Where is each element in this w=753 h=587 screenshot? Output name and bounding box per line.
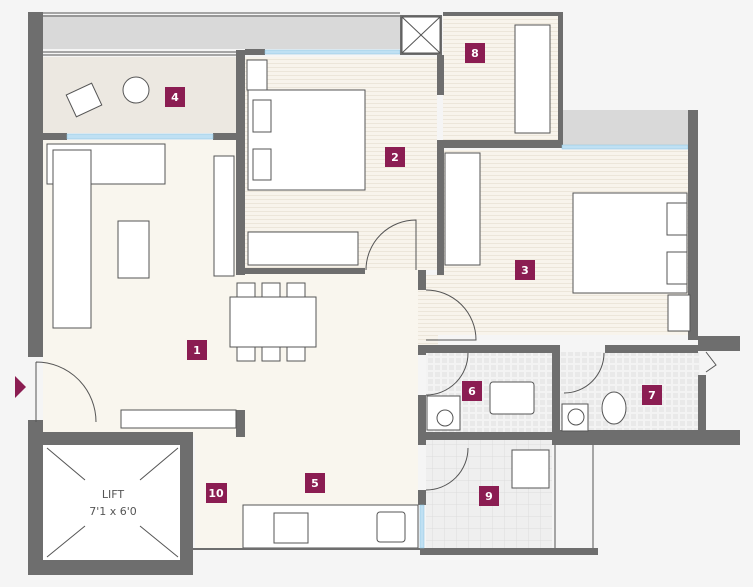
svg-text:5: 5 — [311, 477, 319, 490]
room-tag-6: 6 — [462, 381, 482, 401]
room-tag-5: 5 — [305, 473, 325, 493]
right-balcony-strip — [562, 110, 688, 146]
room-tag-9: 9 — [479, 486, 499, 506]
lift-dimensions: 7'1 x 6'0 — [89, 505, 137, 518]
entry-arrow-icon — [15, 376, 26, 398]
lift: LIFT 7'1 x 6'0 — [46, 447, 179, 558]
room-tag-3: 3 — [515, 260, 535, 280]
doors — [35, 219, 717, 491]
walls — [28, 12, 740, 575]
room-tag-10: 10 — [206, 483, 227, 503]
top-balcony-strip — [43, 15, 400, 49]
room-tag-7: 7 — [642, 385, 662, 405]
room-tag-8: 8 — [465, 43, 485, 63]
lift-label: LIFT — [102, 488, 125, 501]
svg-text:8: 8 — [471, 47, 479, 60]
svg-text:6: 6 — [468, 385, 476, 398]
svg-text:3: 3 — [521, 264, 529, 277]
room-tag-2: 2 — [385, 147, 405, 167]
room-tag-4: 4 — [165, 87, 185, 107]
svg-text:4: 4 — [171, 91, 179, 104]
svg-text:9: 9 — [485, 490, 493, 503]
svg-text:1: 1 — [193, 344, 201, 357]
room-tag-1: 1 — [187, 340, 207, 360]
svg-text:10: 10 — [208, 487, 224, 500]
svg-text:7: 7 — [648, 389, 656, 402]
svg-text:2: 2 — [391, 151, 399, 164]
furniture — [46, 24, 691, 544]
